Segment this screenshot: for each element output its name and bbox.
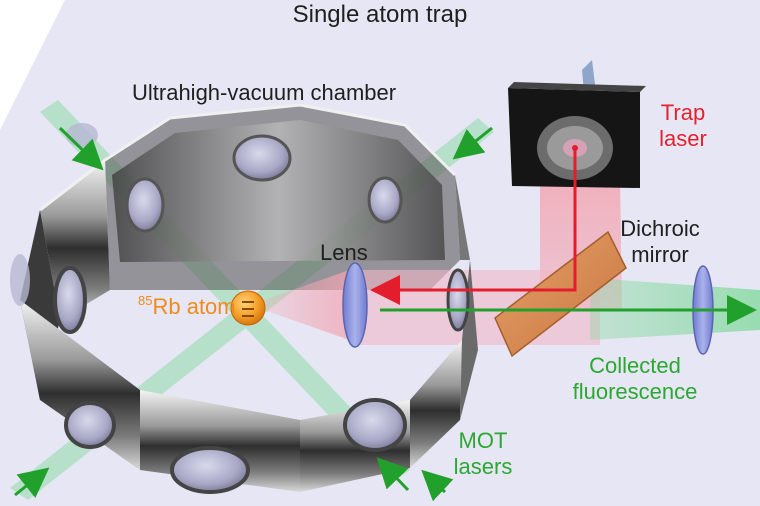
- collected-fluorescence-line1: Collected: [589, 353, 681, 378]
- chamber-window: [170, 446, 250, 494]
- lens-label: Lens: [320, 240, 368, 265]
- dichroic-mirror-label-line2: mirror: [631, 242, 689, 267]
- collected-fluorescence-line2: fluorescence: [572, 379, 698, 404]
- atom-label: 85Rb atom: [138, 294, 236, 320]
- chamber-window: [53, 266, 87, 334]
- mot-arrows: [14, 126, 493, 502]
- atom-name: Rb atom: [152, 294, 236, 319]
- atom-isotope: 85: [138, 293, 153, 308]
- chamber-window: [64, 401, 116, 449]
- chamber-window: [367, 176, 403, 224]
- mot-lasers-line2: lasers: [453, 454, 513, 479]
- trap-laser-label-line2: laser: [659, 126, 707, 151]
- chamber-window: [446, 268, 470, 332]
- diagram-title: Single atom trap: [292, 1, 468, 28]
- mot-lasers-line1: MOT: [458, 428, 508, 453]
- dichroic-mirror-label-line1: Dichroic: [620, 216, 700, 241]
- chamber-front: [10, 103, 478, 494]
- chamber-window: [10, 254, 30, 306]
- trap-laser-path: [370, 150, 577, 305]
- focused-beam: [250, 268, 355, 342]
- mot-lasers-label: MOT lasers: [443, 428, 523, 480]
- chamber-back: [66, 105, 460, 290]
- dichroic-mirror-label: Dichroic mirror: [610, 216, 710, 268]
- trap-laser-device: [508, 60, 646, 188]
- chamber-window: [343, 398, 407, 452]
- rb-atom: [230, 290, 266, 326]
- chamber-window: [232, 134, 292, 182]
- chamber-label: Ultrahigh-vacuum chamber: [132, 80, 397, 105]
- trap-laser-label-line1: Trap: [660, 100, 706, 125]
- chamber-window: [125, 177, 165, 233]
- trap-laser-label: Trap laser: [648, 100, 718, 152]
- chamber-window: [66, 123, 98, 147]
- collected-fluorescence-label: Collected fluorescence: [555, 353, 715, 405]
- objective-lens: [342, 262, 368, 348]
- dichroic-mirror: [494, 230, 627, 358]
